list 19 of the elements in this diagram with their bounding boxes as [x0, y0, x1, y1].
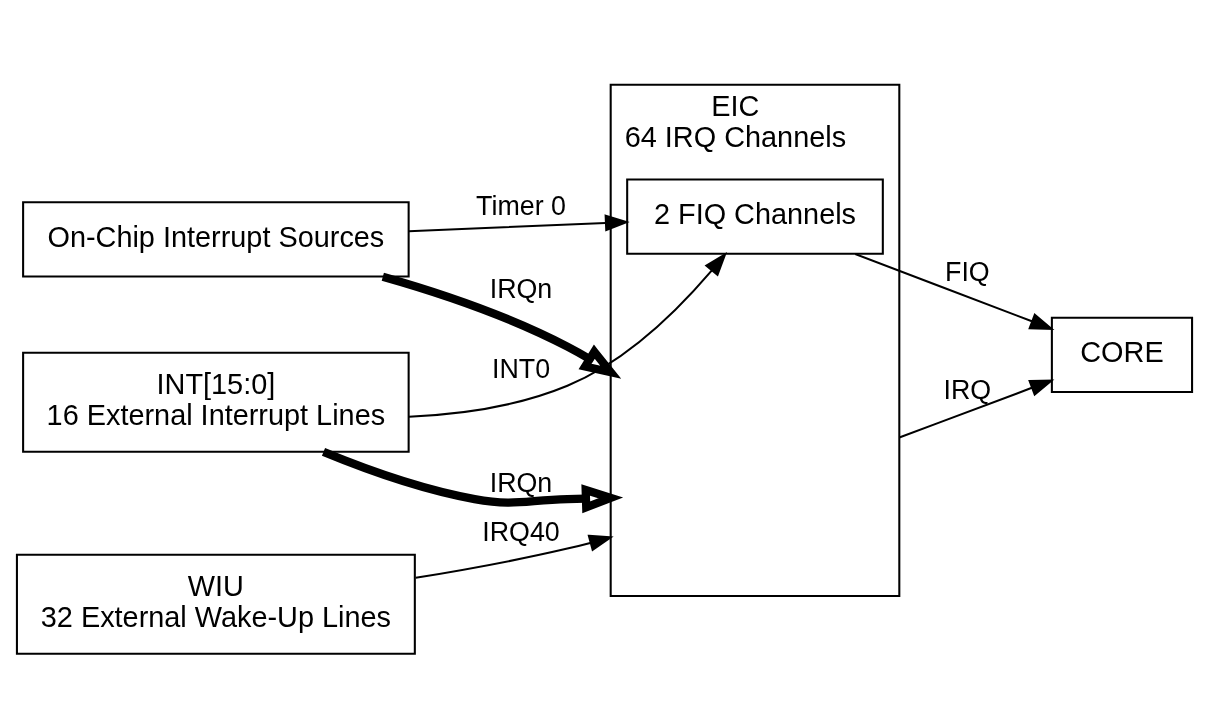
edge-label: IRQn	[489, 273, 553, 304]
edge-label: INT0	[491, 353, 551, 384]
arrow	[415, 534, 614, 579]
arrow	[408, 251, 728, 418]
arrow	[408, 213, 630, 232]
node-box: WIU 32 External Wake-Up Lines	[15, 553, 416, 655]
arrow	[854, 252, 1055, 330]
node-box: 2 FIQ Channels	[626, 178, 884, 255]
edge-label: FIQ	[945, 256, 990, 287]
arrow	[898, 378, 1055, 438]
edge-label: IRQ40	[482, 516, 560, 547]
node-box: On-Chip Interrupt Sources	[22, 200, 410, 277]
edge-label: IRQ	[943, 374, 992, 405]
arrow	[381, 272, 622, 379]
node-box: CORE	[1050, 316, 1194, 393]
node-box: INT[15:0] 16 External Interrupt Lines	[22, 351, 410, 453]
edge-label: IRQn	[489, 467, 553, 498]
edge-label: Timer 0	[476, 190, 566, 221]
arrow	[321, 447, 624, 513]
